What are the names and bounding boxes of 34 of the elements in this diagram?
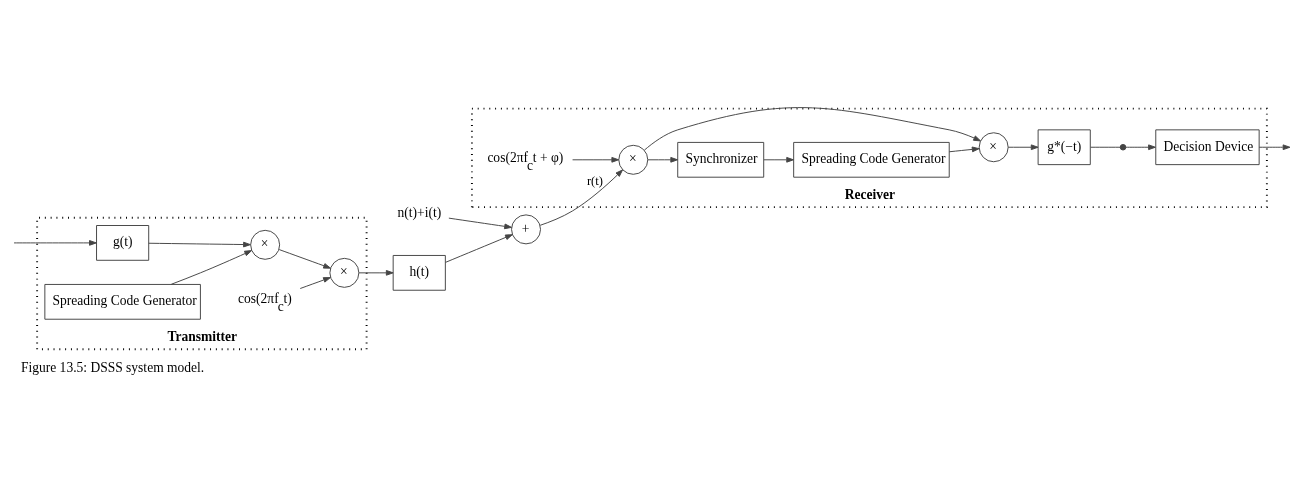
arrow [170, 250, 253, 285]
arrow [1125, 144, 1156, 151]
arrow [299, 277, 331, 289]
arrow [445, 234, 513, 263]
node-circle: × [978, 132, 1009, 163]
connector [1090, 146, 1121, 148]
node-box: h(t) [392, 254, 446, 291]
node-switch [1119, 143, 1127, 151]
node-circle: × [329, 257, 360, 288]
arrow [148, 241, 251, 248]
node-circle: + [511, 214, 541, 245]
node-circle: × [618, 144, 649, 175]
arrow [1007, 144, 1039, 151]
arrow [358, 270, 394, 276]
arrow [448, 217, 512, 230]
caption: Figure 13.5: DSSS system model. [20, 359, 205, 375]
arrow [647, 156, 679, 163]
node-box: Decision Device [1155, 129, 1260, 166]
arrow [572, 156, 620, 163]
arrow [539, 169, 623, 226]
arrow [13, 240, 97, 246]
node-box: Synchronizer [677, 141, 765, 178]
edge-label: r(t) [586, 174, 603, 189]
node-box: g*(−t) [1037, 129, 1091, 166]
node-text: n(t)+i(t) [397, 205, 442, 221]
node-box: Spreading Code Generator [44, 283, 201, 320]
node-box: Spreading Code Generator [793, 141, 950, 178]
arrow [643, 107, 981, 151]
node-box: g(t) [96, 225, 150, 261]
arrow [763, 156, 794, 163]
arrow [278, 249, 331, 269]
arrow [948, 146, 980, 153]
arrow [1258, 144, 1291, 151]
node-circle: × [250, 229, 281, 260]
